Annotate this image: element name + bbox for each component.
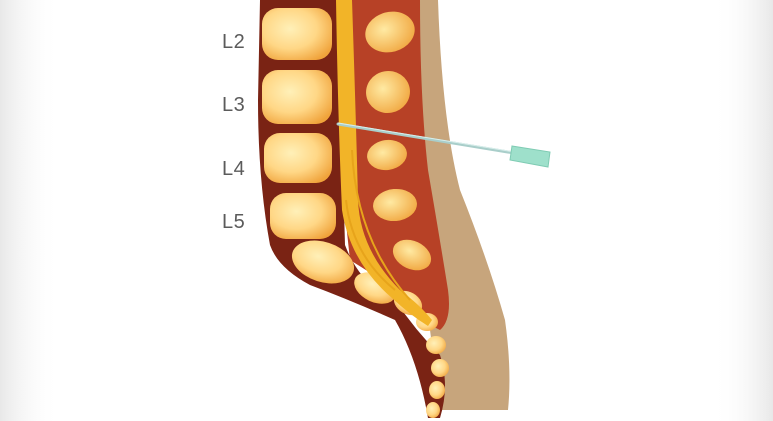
coccyx-segment-4 bbox=[429, 381, 445, 399]
coccyx-segment-2 bbox=[426, 336, 446, 354]
vignette-right bbox=[713, 0, 773, 421]
vertebra-l3-body bbox=[262, 70, 332, 124]
level-label-l4: L4 bbox=[222, 158, 245, 181]
vignette-left bbox=[0, 0, 60, 421]
coccyx-segment-3 bbox=[431, 359, 449, 377]
vertebra-l4-body bbox=[264, 133, 332, 183]
coccyx-segment-5 bbox=[426, 402, 440, 418]
needle-hub bbox=[510, 146, 550, 167]
level-label-l2: L2 bbox=[222, 31, 245, 54]
vertebra-l5-body bbox=[270, 193, 336, 239]
level-label-l3: L3 bbox=[222, 94, 245, 117]
level-label-l5: L5 bbox=[222, 211, 245, 234]
vertebra-l2-body bbox=[262, 8, 332, 60]
